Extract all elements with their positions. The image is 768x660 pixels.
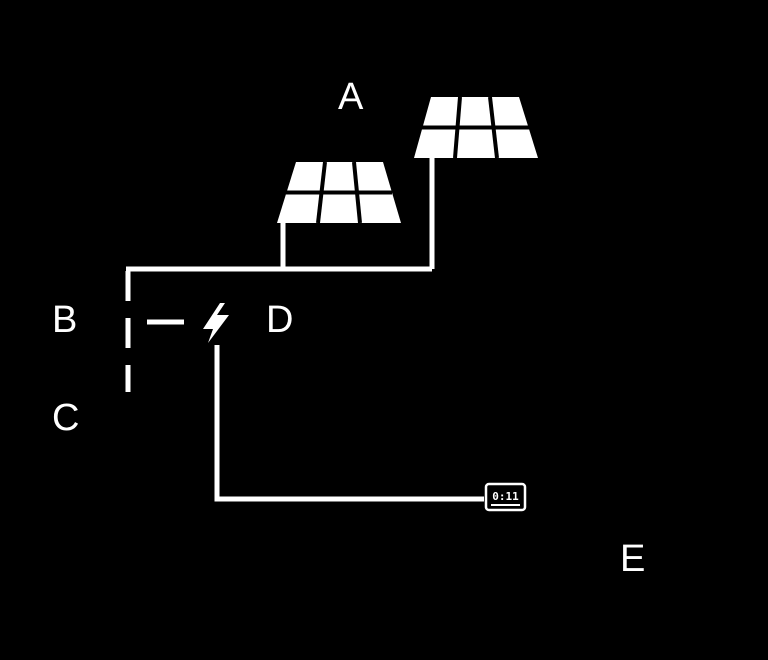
energy-meter-icon: 0:11 [484, 482, 527, 512]
solar-panel-icon [277, 161, 401, 224]
lightning-bolt-icon [203, 303, 229, 343]
wire-to-meter [214, 345, 484, 502]
label-b: B [52, 299, 79, 341]
label-e: E [620, 538, 647, 580]
label-a: A [338, 76, 365, 118]
meter-display: 0:11 [492, 490, 519, 503]
label-d: D [266, 299, 295, 341]
wiring-lines [125, 158, 484, 502]
solar-panel-icon [414, 96, 538, 159]
label-c: C [52, 397, 81, 439]
meter-body [484, 482, 527, 512]
